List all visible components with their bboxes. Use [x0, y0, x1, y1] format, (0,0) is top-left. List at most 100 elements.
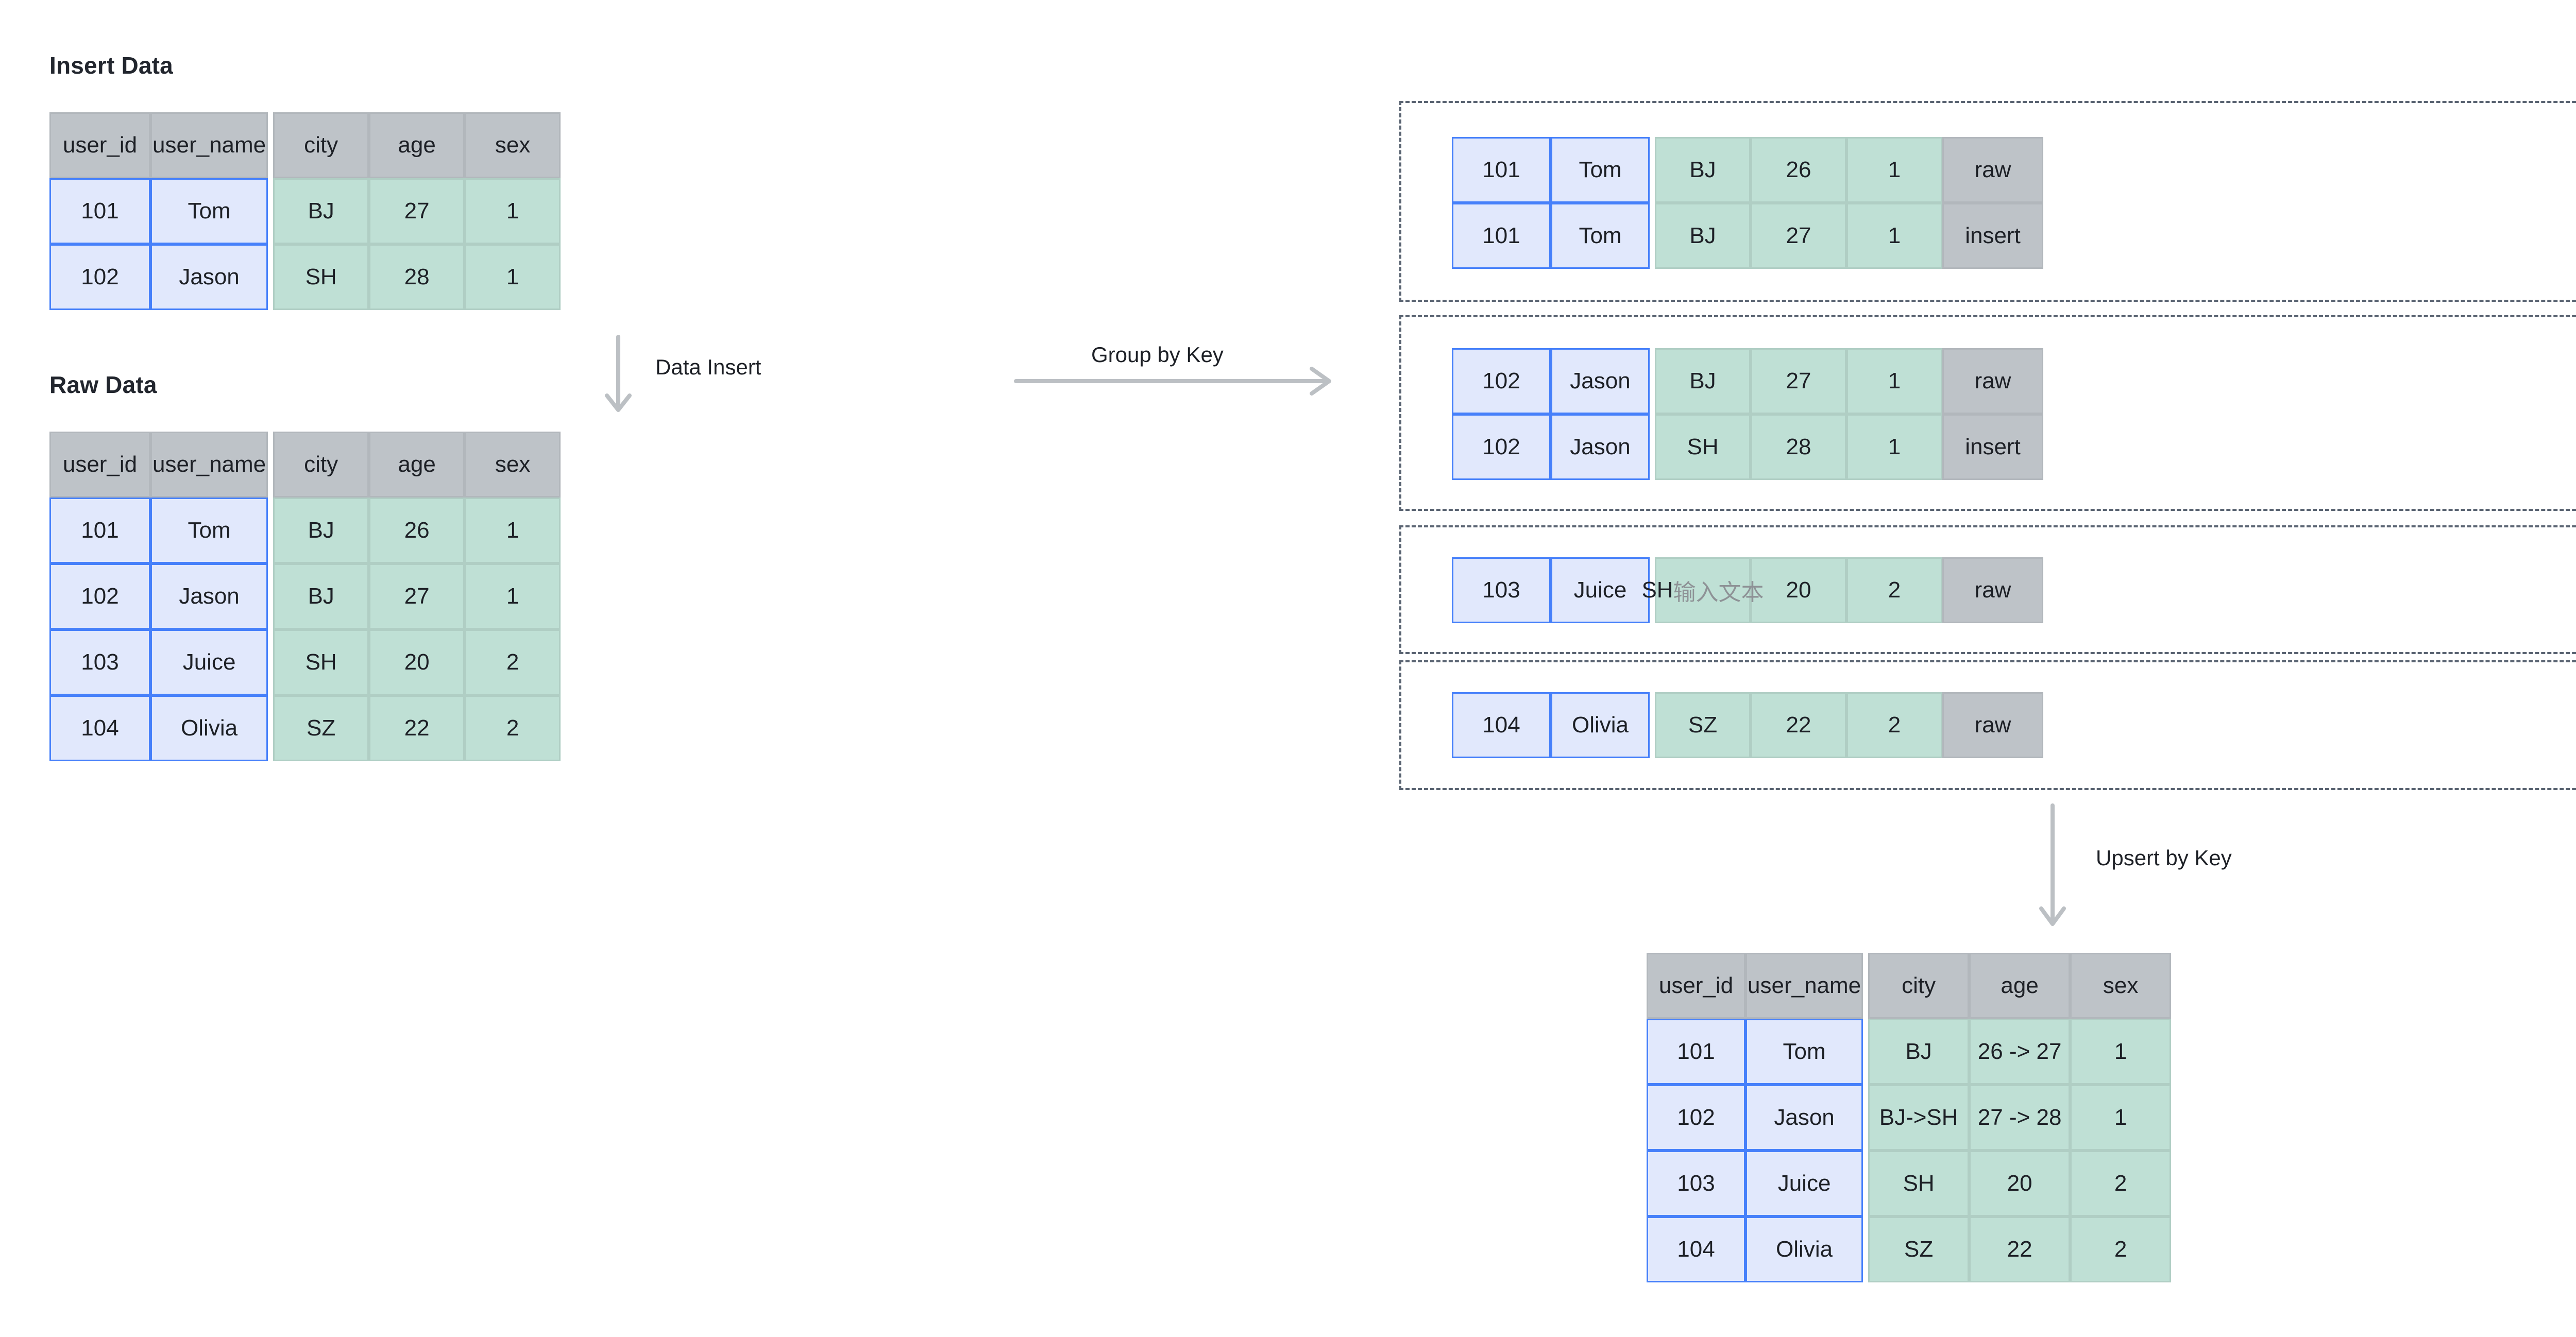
data-insert-arrow: [602, 335, 648, 417]
col-header-sex: sex: [465, 112, 561, 178]
group-table-101: 101 Tom BJ 26 1 raw 101 Tom BJ 27 1 inse…: [1452, 137, 2043, 269]
status-badge: raw: [1942, 692, 2043, 758]
raw-data-table: user_id user_name city age sex 101 Tom B…: [49, 432, 561, 761]
column-gap: [268, 244, 274, 310]
col-header-sex: sex: [465, 432, 561, 498]
cell-city: BJ: [1655, 137, 1751, 203]
table-row: 102 Jason SH 28 1 insert: [1452, 414, 2043, 480]
table-header-row: user_id user_name city age sex: [49, 112, 561, 178]
column-gap: [1650, 348, 1655, 414]
cell-city: BJ: [1655, 203, 1751, 269]
cell-user-id: 104: [1647, 1216, 1745, 1282]
cell-sex: 1: [2070, 1019, 2172, 1085]
col-header-user-id: user_id: [49, 432, 150, 498]
column-gap: [268, 112, 274, 178]
cell-sex: 1: [465, 498, 561, 563]
column-gap: [268, 498, 274, 563]
cell-user-name: Olivia: [1551, 692, 1650, 758]
cell-sex: 2: [465, 629, 561, 695]
column-gap: [1650, 692, 1655, 758]
cell-sex: 1: [465, 244, 561, 310]
cell-user-name: Tom: [150, 498, 268, 563]
table-row: 102 Jason BJ 27 1 raw: [1452, 348, 2043, 414]
table-row: 101 Tom BJ 26 -> 27 1: [1647, 1019, 2172, 1085]
status-badge: raw: [1942, 557, 2043, 623]
cell-user-id: 103: [1647, 1151, 1745, 1216]
cell-sex: 1: [2070, 1085, 2172, 1151]
cell-city: BJ: [1868, 1019, 1970, 1085]
cell-city: BJ: [273, 563, 369, 629]
table-row: 101 Tom BJ 26 1: [49, 498, 561, 563]
cell-age: 28: [369, 244, 465, 310]
group-box-104: [1399, 660, 2576, 790]
cell-user-name: Jason: [150, 563, 268, 629]
cell-sex: 2: [1846, 557, 1942, 623]
group-box-103: [1399, 525, 2576, 654]
cell-user-id: 102: [1647, 1085, 1745, 1151]
table-row: 104 Olivia SZ 22 2 raw: [1452, 692, 2043, 758]
cell-age: 22: [369, 695, 465, 761]
cell-user-id: 102: [1452, 348, 1551, 414]
group-box-102: [1399, 315, 2576, 511]
cell-age: 28: [1751, 414, 1846, 480]
cell-city-placeholder: 输入文本: [1673, 580, 1764, 605]
cell-sex: 2: [2070, 1216, 2172, 1282]
cell-user-id: 102: [1452, 414, 1551, 480]
column-gap: [268, 178, 274, 244]
col-header-age: age: [369, 112, 465, 178]
col-header-user-id: user_id: [1647, 953, 1745, 1019]
cell-sex: 1: [465, 178, 561, 244]
cell-sex: 2: [2070, 1151, 2172, 1216]
table-row: 102 Jason BJ->SH 27 -> 28 1: [1647, 1085, 2172, 1151]
cell-user-id: 103: [1452, 557, 1551, 623]
arrow-down-icon: [2039, 803, 2066, 926]
cell-user-id: 101: [1452, 203, 1551, 269]
col-header-city: city: [273, 112, 369, 178]
column-gap: [1650, 203, 1655, 269]
col-header-city: city: [1868, 953, 1970, 1019]
data-insert-label: Data Insert: [655, 355, 761, 379]
cell-user-name: Jason: [150, 244, 268, 310]
cell-user-name: Juice: [1551, 557, 1650, 623]
cell-city: SH: [273, 629, 369, 695]
col-header-sex: sex: [2070, 953, 2172, 1019]
status-badge: raw: [1942, 348, 2043, 414]
cell-city: SH: [1655, 414, 1751, 480]
arrow-right-icon: [1014, 367, 1331, 396]
cell-user-id: 102: [49, 244, 150, 310]
cell-sex: 1: [1846, 137, 1942, 203]
table-row: 103 Juice SH 20 2: [49, 629, 561, 695]
cell-user-id: 101: [1647, 1019, 1745, 1085]
cell-user-name: Tom: [1551, 137, 1650, 203]
cell-user-name: Juice: [1745, 1151, 1863, 1216]
cell-age: 20: [369, 629, 465, 695]
column-gap: [1863, 953, 1869, 1019]
cell-age: 26 -> 27: [1969, 1019, 2071, 1085]
group-box-101: [1399, 101, 2576, 302]
cell-user-name: Tom: [1551, 203, 1650, 269]
column-gap: [268, 563, 274, 629]
column-gap: [268, 432, 274, 498]
column-gap: [1650, 414, 1655, 480]
cell-user-name: Juice: [150, 629, 268, 695]
cell-user-id: 104: [49, 695, 150, 761]
column-gap: [1650, 557, 1655, 623]
table-row: 102 Jason BJ 27 1: [49, 563, 561, 629]
column-gap: [1863, 1019, 1869, 1085]
cell-city: SZ: [1868, 1216, 1970, 1282]
cell-user-id: 104: [1452, 692, 1551, 758]
cell-age: 27: [1751, 348, 1846, 414]
col-header-user-id: user_id: [49, 112, 150, 178]
cell-user-id: 101: [49, 498, 150, 563]
column-gap: [268, 629, 274, 695]
group-table-104: 104 Olivia SZ 22 2 raw: [1452, 692, 2043, 758]
result-table: user_id user_name city age sex 101 Tom B…: [1647, 953, 2172, 1282]
cell-city: BJ: [273, 178, 369, 244]
group-by-key-label: Group by Key: [1091, 342, 1224, 367]
cell-user-id: 101: [49, 178, 150, 244]
cell-age: 27: [369, 563, 465, 629]
cell-age: 20: [1969, 1151, 2071, 1216]
